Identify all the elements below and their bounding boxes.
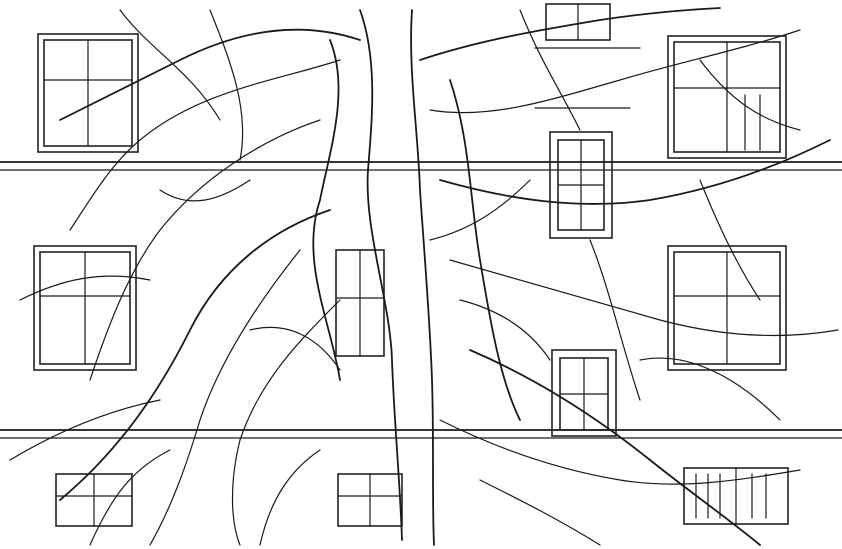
window-top-center bbox=[545, 3, 611, 41]
window-top-right bbox=[667, 35, 787, 159]
tree-trunk-left bbox=[312, 9, 403, 541]
window-mid-inner bbox=[335, 249, 385, 357]
window-lower-center bbox=[551, 349, 617, 437]
tree-branches bbox=[9, 7, 839, 546]
facade-ledges bbox=[0, 47, 842, 439]
window-mid-left bbox=[33, 245, 137, 371]
tree-trunk-right bbox=[410, 9, 521, 546]
window-bottom-left bbox=[55, 473, 133, 527]
window-bottom-center bbox=[337, 473, 403, 527]
window-mid-right bbox=[667, 245, 787, 371]
window-top-left bbox=[37, 33, 139, 153]
window-mid-center bbox=[549, 131, 613, 239]
window-bottom-right bbox=[683, 467, 789, 525]
